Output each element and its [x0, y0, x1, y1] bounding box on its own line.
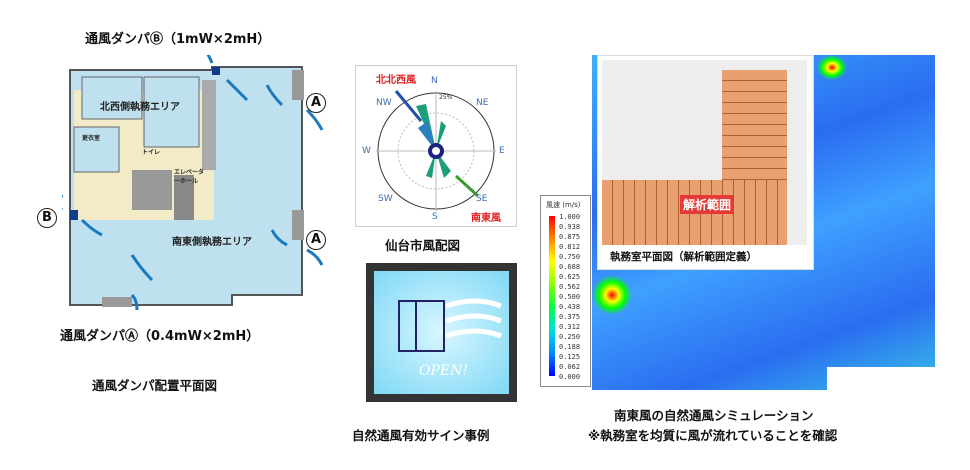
area-nw-label: 北西側執務エリア	[100, 102, 180, 113]
legend-value: 0.375	[559, 313, 581, 321]
room-elevator-label: エレベーターホール	[174, 169, 205, 185]
legend-color-bar	[549, 216, 555, 376]
damper-b-label: 通風ダンパⒷ（1mW×2mH）	[85, 32, 271, 47]
outside-area	[827, 367, 937, 392]
legend-value: 0.625	[559, 273, 581, 281]
legend-value: 0.312	[559, 323, 581, 331]
legend-value: 0.188	[559, 343, 581, 351]
wind-rose-caption: 仙台市風配図	[385, 238, 461, 253]
area-se-label: 南東側執務エリア	[172, 237, 252, 248]
legend-value: 0.062	[559, 363, 581, 371]
inset-plan: 解析範囲	[602, 60, 807, 245]
dir-w: W	[362, 146, 371, 156]
analysis-area-label: 解析範囲	[680, 195, 735, 214]
floor-plan-caption: 通風ダンパ配置平面図	[92, 378, 218, 393]
simulation-caption-line1: 南東風の自然通風シミュレーション	[614, 408, 814, 423]
legend-title: 風速 (m/s)	[546, 201, 581, 209]
legend-value: 0.250	[559, 333, 581, 341]
legend-value: 0.500	[559, 293, 581, 301]
dir-se: SE	[476, 194, 488, 204]
legend-value: 1.000	[559, 213, 581, 221]
legend-value: 0.938	[559, 223, 581, 231]
window-wind-icon	[398, 298, 502, 352]
dir-e: E	[499, 146, 505, 156]
legend-value: 0.812	[559, 243, 581, 251]
wind-rose-chart	[376, 90, 496, 211]
nnw-wind-label: 北北西風	[376, 75, 416, 86]
inflow-hotspot	[592, 275, 632, 315]
marker-a-bottom: A	[306, 230, 326, 250]
wind-speed-legend: 風速 (m/s) 1.000 0.938 0.875 0.812 0.750 0.688 0…	[540, 195, 591, 387]
damper-floor-plan: 北西側執務エリア 南東側執務エリア 更衣室 トイレ エレベーターホール	[58, 44, 332, 315]
hotspot-top	[817, 55, 847, 80]
analysis-area-inset: 解析範囲 執務室平面図（解析範囲定義）	[597, 55, 814, 270]
dir-n: N	[431, 76, 438, 86]
dir-nw: NW	[376, 98, 392, 108]
legend-value: 0.000	[559, 373, 581, 381]
room-toilet-label: トイレ	[142, 149, 161, 156]
marker-b-left: B	[37, 208, 57, 228]
marker-a-top: A	[306, 93, 326, 113]
dir-ne: NE	[476, 98, 489, 108]
room-locker-label: 更衣室	[82, 135, 101, 142]
simulation-caption-line2: ※執務室を均質に風が流れていることを確認	[588, 428, 838, 443]
legend-values: 1.000 0.938 0.875 0.812 0.750 0.688 0.625 0.562…	[559, 212, 580, 382]
dir-s: S	[432, 212, 438, 222]
sign-caption: 自然通風有効サイン事例	[352, 428, 490, 443]
se-wind-label: 南東風	[471, 213, 501, 224]
inset-caption: 執務室平面図（解析範囲定義）	[610, 251, 757, 263]
scale-label: 25%	[439, 94, 453, 101]
dir-sw: SW	[378, 194, 393, 204]
legend-value: 0.750	[559, 253, 581, 261]
wind-rose: N NE E SE S SW W NW 25% 北北西風 南東風	[355, 65, 517, 227]
sign-panel: OPEN!	[374, 271, 509, 394]
open-sign-photo: OPEN!	[366, 263, 517, 402]
sign-open-text: OPEN!	[419, 363, 468, 379]
legend-value: 0.562	[559, 283, 581, 291]
legend-value: 0.688	[559, 263, 581, 271]
damper-a-label: 通風ダンパⒶ（0.4mW×2mH）	[60, 329, 260, 344]
legend-value: 0.125	[559, 353, 581, 361]
legend-value: 0.875	[559, 233, 581, 241]
floor-plan-drawing	[58, 44, 324, 311]
legend-value: 0.438	[559, 303, 581, 311]
